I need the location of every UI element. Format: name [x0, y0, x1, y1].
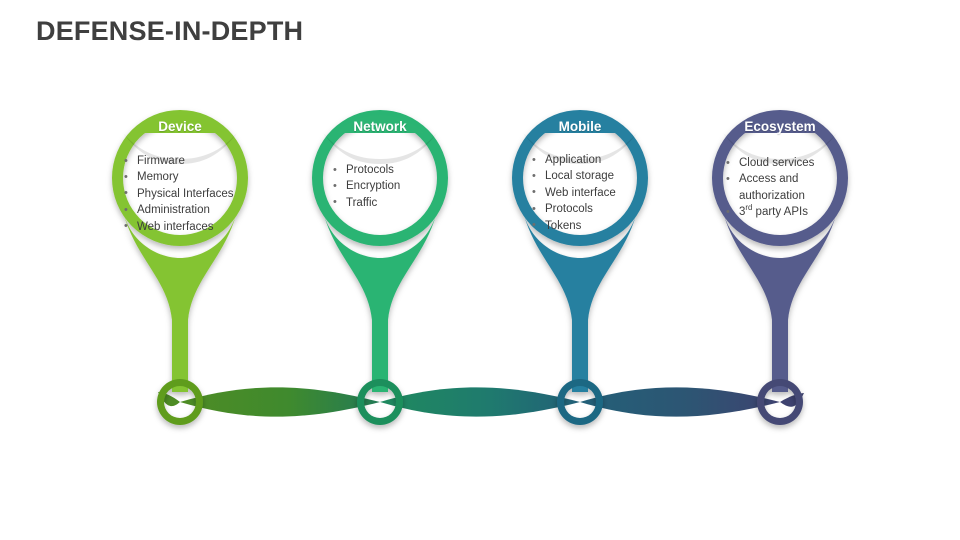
connector-mobile-ecosystem: [580, 387, 780, 417]
list-item: Traffic: [332, 194, 452, 211]
list-item: Protocols: [531, 201, 651, 218]
connector-band: [158, 387, 804, 417]
list-device: Firmware Memory Physical Interfaces Admi…: [123, 152, 253, 235]
list-item: Encryption: [332, 178, 452, 195]
list-network: Protocols Encryption Traffic: [332, 161, 452, 211]
network-ribbon-shade: [323, 133, 437, 164]
list-item: Firmware: [123, 152, 253, 169]
list-ecosystem: Cloud services Access and authorization …: [725, 154, 833, 221]
node-network[interactable]: [312, 110, 448, 425]
device-stem: [124, 215, 236, 392]
mobile-header-ribbon: [535, 115, 625, 133]
list-item: Memory: [123, 169, 253, 186]
ecosystem-stem: [724, 215, 836, 392]
list-item: Local storage: [531, 168, 651, 185]
network-stem: [324, 215, 436, 392]
list-item: Protocols: [332, 161, 452, 178]
device-header-ribbon: [135, 115, 225, 133]
connector-network-mobile: [380, 387, 580, 417]
list-item: Web interface: [531, 184, 651, 201]
mobile-stem: [524, 215, 636, 392]
network-base-ring: [357, 379, 403, 425]
network-header-ribbon: [335, 115, 425, 133]
list-item: Access and authorization: [725, 171, 833, 204]
list-item: Physical Interfaces: [123, 185, 253, 202]
ecosystem-base-ring: [757, 379, 803, 425]
device-base-ring: [157, 379, 203, 425]
list-item: Web interfaces: [123, 218, 253, 235]
list-item: Cloud services: [725, 154, 833, 171]
list-item: Tokens: [531, 217, 651, 234]
mobile-base-ring: [557, 379, 603, 425]
page-title: DEFENSE-IN-DEPTH: [36, 16, 304, 46]
list-item: Application: [531, 151, 651, 168]
ecosystem-header-ribbon: [735, 115, 825, 133]
connector-device-network: [180, 387, 380, 417]
list-item: 3rd party APIs: [725, 204, 833, 221]
list-mobile: Application Local storage Web interface …: [531, 151, 651, 234]
list-item: Administration: [123, 202, 253, 219]
